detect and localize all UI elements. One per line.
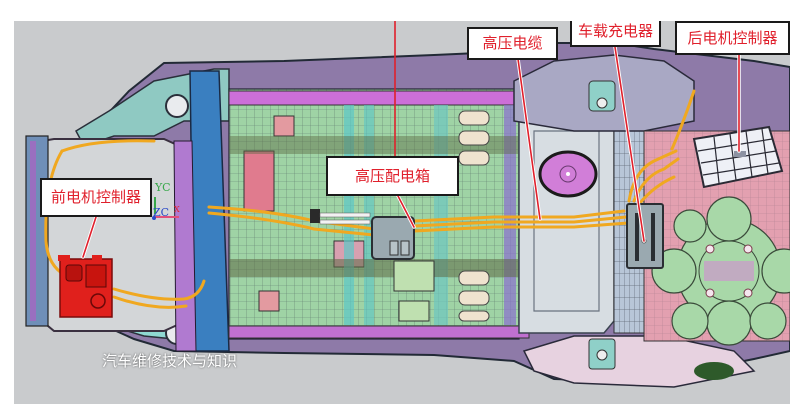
callout-front-motor-controller: 前电机控制器 bbox=[40, 178, 152, 217]
chassis-cad-drawing bbox=[25, 21, 790, 388]
axis-label-z: ZC bbox=[153, 206, 170, 219]
callout-hv-cable: 高压电缆 bbox=[467, 27, 558, 60]
axis-label-x: X bbox=[174, 205, 180, 214]
ev-chassis-diagram: YC ZC X 前电机控制器 高压配电箱 高压电缆 车载充电器 后电机控制器 bbox=[14, 21, 790, 404]
callout-hv-distribution-box: 高压配电箱 bbox=[326, 156, 459, 196]
callout-onboard-charger: 车载充电器 bbox=[570, 21, 661, 47]
callout-rear-motor-controller: 后电机控制器 bbox=[675, 21, 790, 55]
watermark-text: 汽车维修技术与知识 bbox=[102, 352, 238, 370]
axis-label-y: YC bbox=[155, 181, 171, 194]
front-motor-controller-component bbox=[58, 255, 113, 318]
axis-triad bbox=[152, 197, 179, 220]
